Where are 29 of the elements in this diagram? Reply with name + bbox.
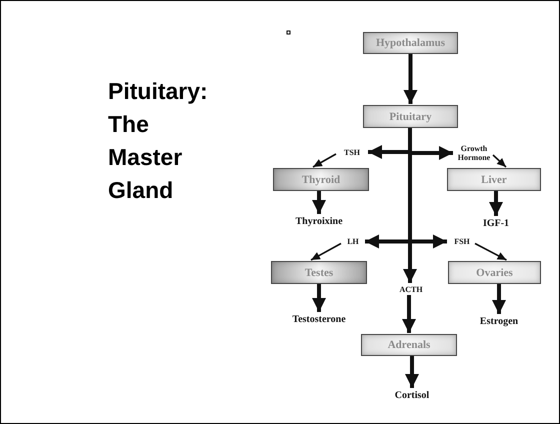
arrow: [402, 295, 416, 333]
hormone-label: LH: [344, 236, 362, 247]
gland-box: Adrenals: [361, 334, 457, 356]
slide-title: Pituitary: The Master Gland: [108, 77, 209, 205]
gland-box: Liver: [447, 168, 541, 191]
hormone-label: TSH: [339, 146, 365, 158]
hormone-label: Thyroixine: [287, 215, 351, 227]
gland-box: Testes: [271, 261, 367, 284]
arrow: [312, 153, 336, 168]
arrow: [312, 191, 326, 214]
hormone-label: ACTH: [394, 284, 428, 295]
arrow: [310, 242, 342, 261]
gland-box: Thyroid: [273, 168, 369, 191]
arrow: [489, 191, 503, 216]
hormone-label: IGF-1: [477, 217, 515, 229]
gland-box: Ovaries: [448, 261, 541, 284]
hormone-label: FSH: [450, 236, 474, 247]
arrow: [474, 242, 507, 261]
hormone-label: Cortisol: [390, 389, 434, 401]
arrow: [492, 154, 507, 168]
arrow: [404, 54, 418, 104]
hormone-label: Testosterone: [281, 313, 357, 325]
hormone-label: Estrogen: [473, 315, 525, 327]
arrow: [405, 356, 419, 388]
gland-box: Pituitary: [363, 105, 458, 128]
hormone-label: Growth Hormone: [456, 143, 492, 163]
gland-box: Hypothalamus: [363, 32, 458, 54]
arrow: [492, 284, 506, 314]
arrow: [312, 284, 326, 312]
